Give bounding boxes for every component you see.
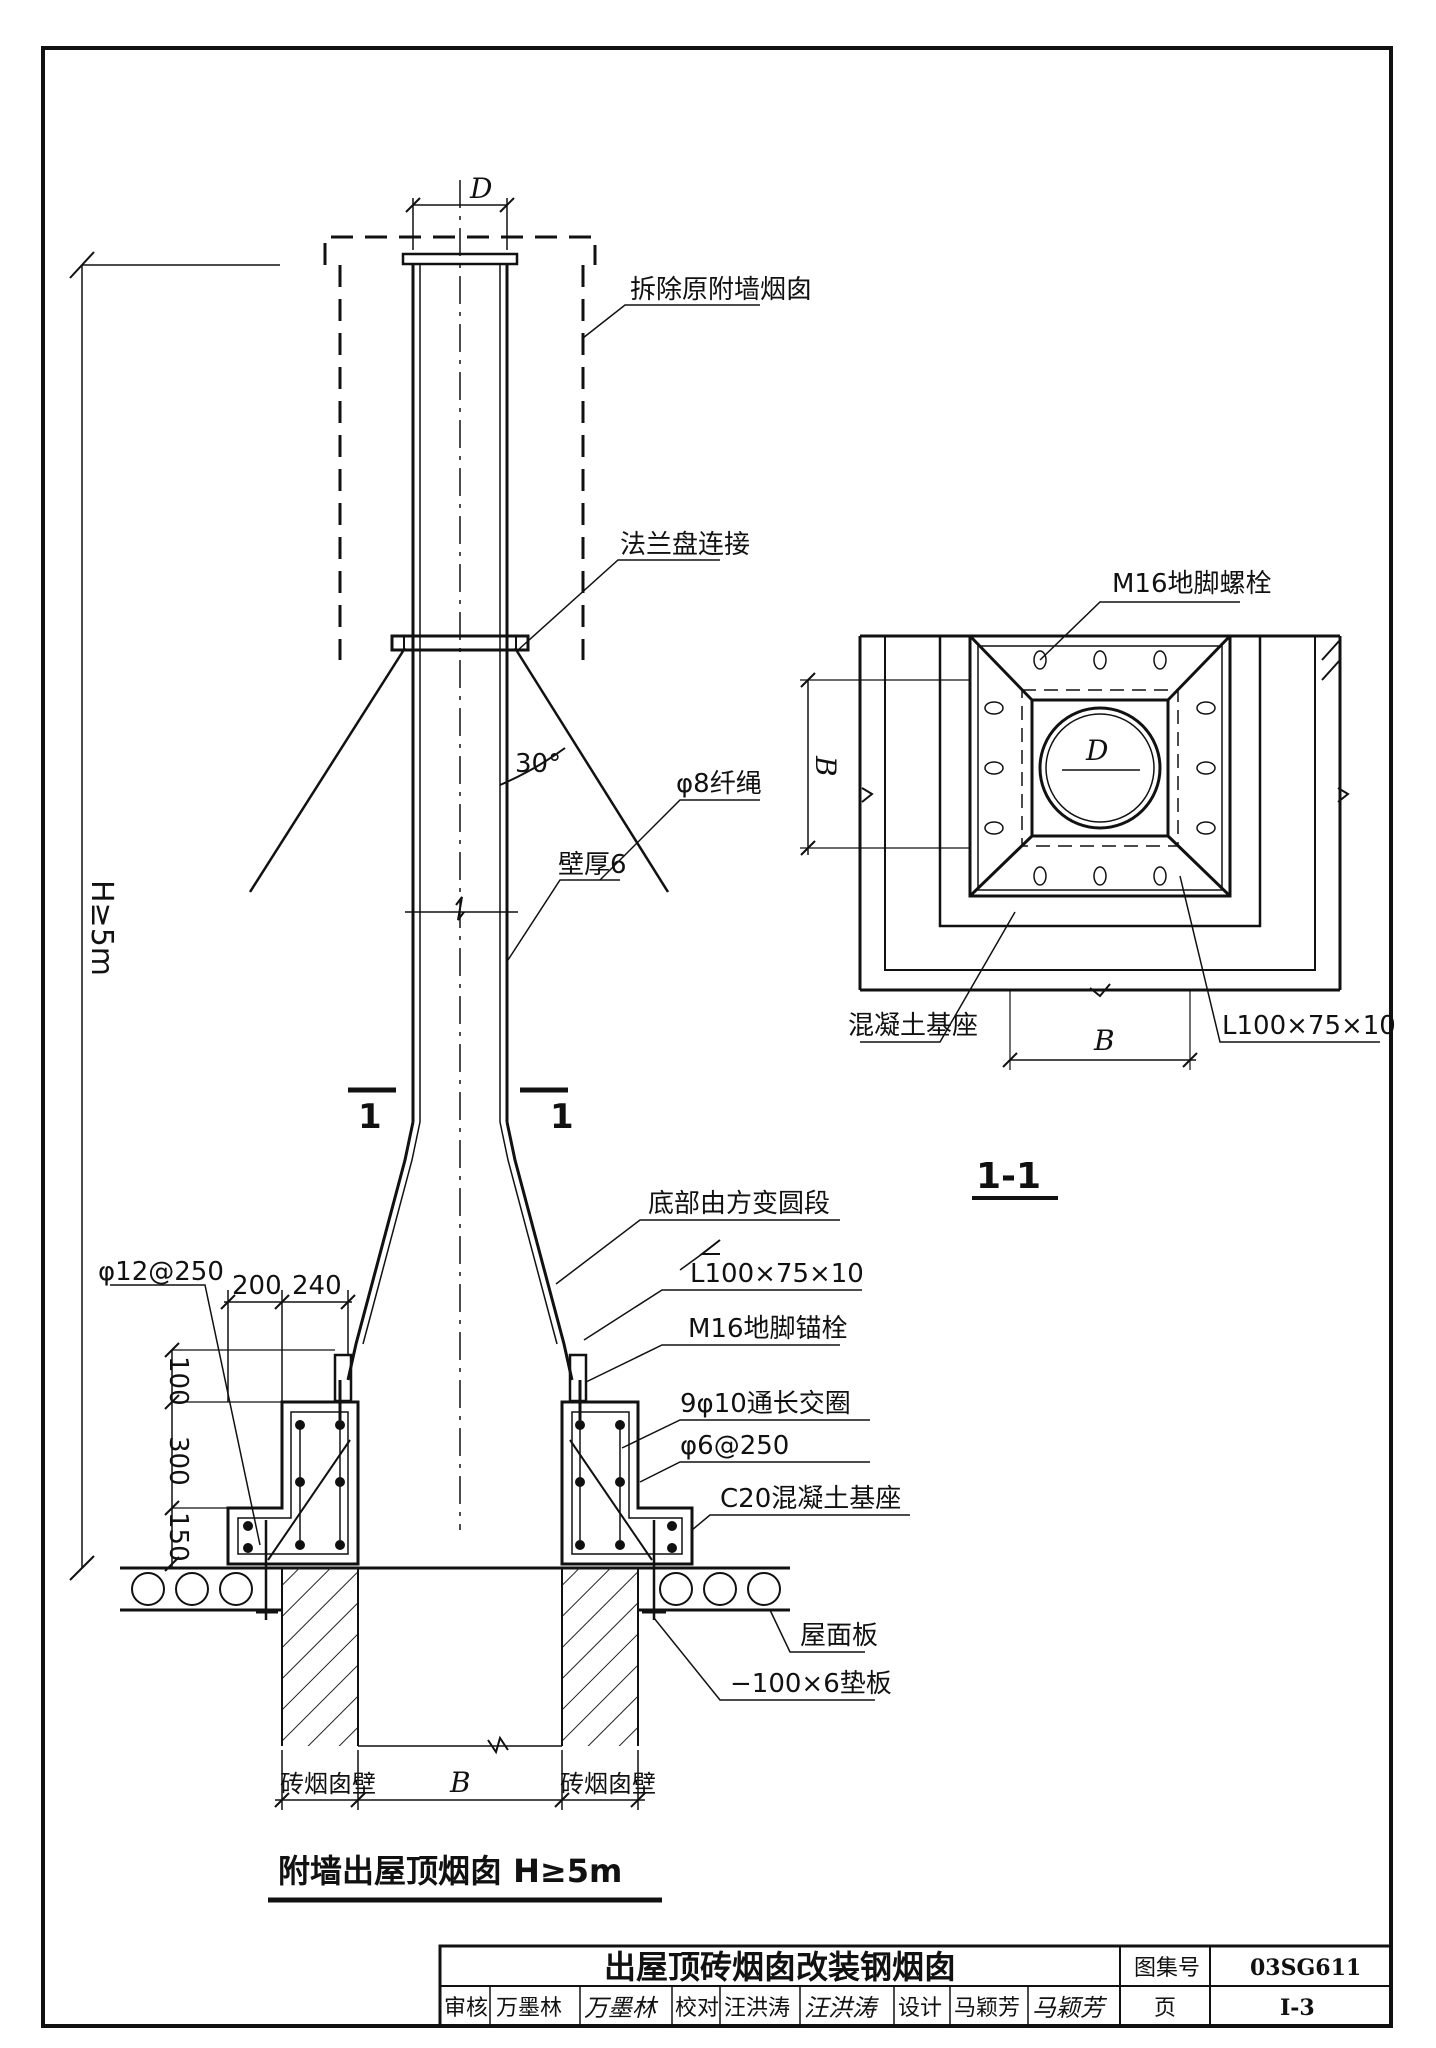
label-angle-steel: L100×75×10 — [690, 1259, 864, 1289]
page-label: 页 — [1154, 1996, 1176, 2021]
designer-signature: 马颖芳 — [1032, 1994, 1108, 2022]
dim-D-top: D — [469, 172, 492, 205]
label-wall-thickness: 壁厚6 — [558, 850, 627, 880]
dim-300: 300 — [163, 1436, 193, 1486]
section-label-bolt: M16地脚螺栓 — [1112, 569, 1272, 599]
dim-240: 240 — [292, 1271, 342, 1301]
check-label: 校对 — [675, 1996, 719, 2021]
reviewer-name: 万墨林 — [496, 1996, 562, 2021]
main-elevation — [69, 180, 910, 1810]
brick-wall-right — [562, 1568, 638, 1746]
guy-rope-left — [248, 647, 407, 893]
design-label: 设计 — [898, 1996, 942, 2021]
label-brick-wall-left: 砖烟囱壁 — [280, 1770, 376, 1798]
angle-30: 30° — [515, 749, 561, 779]
label-concrete-base: C20混凝土基座 — [720, 1484, 901, 1514]
dim-200: 200 — [232, 1271, 282, 1301]
brick-wall-left — [282, 1568, 358, 1746]
atlas-no: 03SG611 — [1250, 1955, 1361, 1981]
section-label-concrete-base: 混凝土基座 — [848, 1011, 978, 1041]
reviewer-signature: 万墨林 — [584, 1994, 659, 2022]
section-label-angle-steel: L100×75×10 — [1222, 1011, 1396, 1041]
label-brick-wall-right: 砖烟囱壁 — [560, 1770, 656, 1798]
dim-H: H≥5m — [84, 880, 119, 976]
title-block-title: 出屋顶砖烟囱改装钢烟囱 — [604, 1948, 956, 1986]
checker-name: 汪洪涛 — [724, 1996, 790, 2021]
page-no: I-3 — [1280, 1995, 1315, 2021]
section-mark-right: 1 — [550, 1097, 574, 1137]
checker-signature: 汪洪涛 — [804, 1994, 879, 2022]
sheet-border — [41, 46, 1393, 2028]
title-block — [438, 1944, 1393, 2028]
label-roof-slab: 屋面板 — [800, 1621, 878, 1651]
concrete-base-left — [226, 1400, 360, 1566]
section-dim-D: D — [1085, 734, 1108, 767]
label-left-rebar: φ12@250 — [98, 1257, 224, 1287]
original-chimney-outline — [323, 235, 597, 265]
label-stirrup: φ6@250 — [680, 1431, 789, 1461]
section-1-1 — [800, 601, 1380, 1070]
section-dim-B-vertical: B — [809, 755, 842, 777]
label-rebar-ring: 9φ10通长交圈 — [680, 1389, 851, 1419]
section-dim-B-horizontal: B — [1093, 1024, 1115, 1057]
label-transition: 底部由方变圆段 — [648, 1189, 830, 1219]
label-guy-rope: φ8纤绳 — [676, 769, 762, 799]
label-remove-chimney: 拆除原附墙烟囱 — [630, 275, 812, 305]
label-anchor-bolt: M16地脚锚栓 — [688, 1314, 848, 1344]
dim-150: 150 — [163, 1512, 193, 1562]
concrete-base-right — [560, 1400, 694, 1566]
flange — [390, 634, 530, 652]
guy-rope-right — [513, 647, 670, 893]
section-mark-left: 1 — [358, 1097, 382, 1137]
designer-name: 马颖芳 — [954, 1996, 1020, 2021]
review-label: 审核 — [444, 1996, 488, 2021]
dim-100: 100 — [163, 1356, 193, 1406]
section-title: 1-1 — [976, 1156, 1041, 1197]
dim-B-bottom: B — [449, 1766, 471, 1799]
label-flange: 法兰盘连接 — [620, 530, 750, 560]
main-elevation-title: 附墙出屋顶烟囱 H≥5m — [278, 1852, 622, 1890]
label-pad-plate: −100×6垫板 — [730, 1669, 892, 1699]
atlas-label: 图集号 — [1134, 1956, 1200, 1981]
